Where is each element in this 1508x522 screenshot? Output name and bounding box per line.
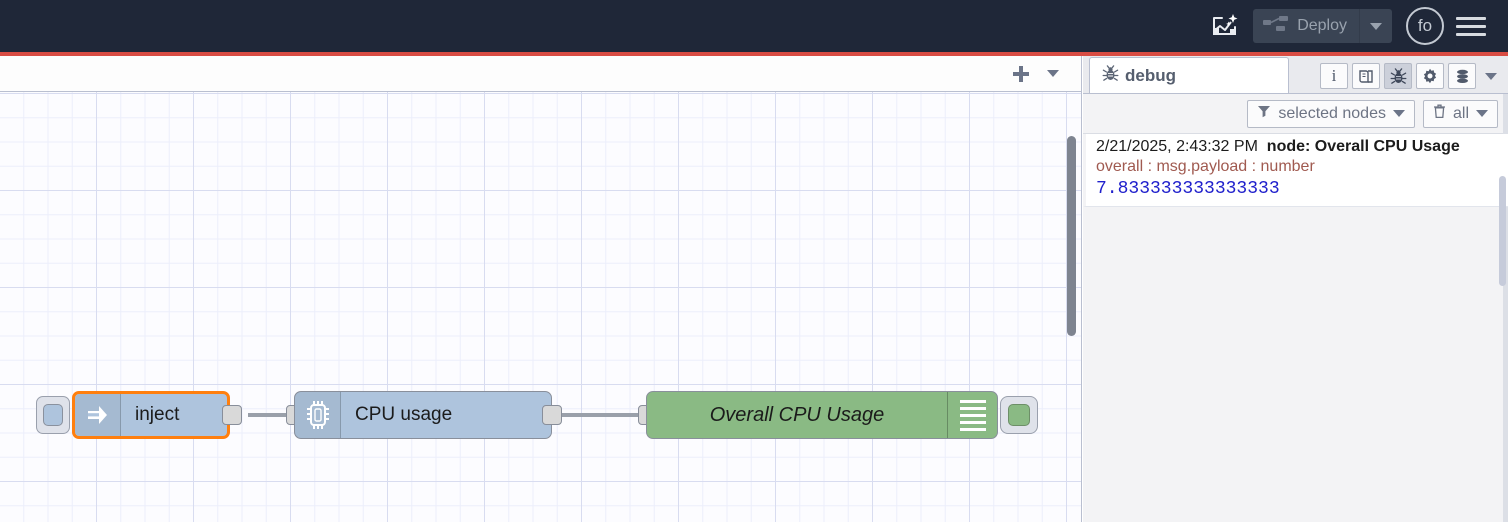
chevron-down-icon <box>1476 110 1488 117</box>
hamburger-menu-icon[interactable] <box>1456 9 1490 43</box>
app-header: Deploy fo <box>0 0 1508 52</box>
wire-cpu-to-debug[interactable] <box>560 413 648 417</box>
bug-icon <box>1102 64 1119 87</box>
node-inject[interactable]: inject <box>72 391 230 439</box>
chevron-down-icon <box>1047 70 1059 77</box>
sidebar-right-edge <box>1503 56 1508 522</box>
deploy-dropdown-toggle[interactable] <box>1360 9 1392 43</box>
user-avatar[interactable]: fo <box>1406 7 1444 45</box>
debug-node-filter-label: selected nodes <box>1278 104 1386 122</box>
flow-canvas[interactable]: inject <box>0 92 1081 522</box>
hamburger-bar <box>1456 32 1486 36</box>
node-cpu-usage[interactable]: CPU usage <box>294 391 552 439</box>
flow-sparkle-icon[interactable] <box>1205 6 1245 46</box>
node-cpu-usage-label: CPU usage <box>355 404 453 425</box>
chevron-down-icon <box>1370 22 1382 30</box>
right-sidebar: debug i <box>1083 56 1508 522</box>
debug-node-filter-button[interactable]: selected nodes <box>1247 99 1415 128</box>
debug-message[interactable]: 2/21/2025, 2:43:32 PM node: Overall CPU … <box>1083 134 1508 207</box>
sidebar-tools: i <box>1320 63 1502 89</box>
node-inject-output-port[interactable] <box>222 405 242 425</box>
debug-line <box>959 420 986 424</box>
debug-bug-icon[interactable] <box>1384 63 1412 89</box>
flow-workspace: inject <box>0 56 1082 522</box>
avatar-initials: fo <box>1417 16 1433 35</box>
canvas-vertical-scrollbar[interactable] <box>1067 136 1076 336</box>
hamburger-bar <box>1456 16 1486 20</box>
debug-clear-button[interactable]: all <box>1422 99 1498 128</box>
deploy-flow-icon <box>1263 15 1289 38</box>
debug-message-header: 2/21/2025, 2:43:32 PM node: Overall CPU … <box>1096 138 1500 156</box>
filter-icon <box>1257 104 1271 123</box>
sidebar-tools-menu-button[interactable] <box>1480 72 1502 80</box>
inject-trigger-button[interactable] <box>36 396 70 434</box>
debug-lines-glyph <box>959 399 986 431</box>
plus-icon <box>1013 65 1029 82</box>
help-book-icon[interactable] <box>1352 63 1380 89</box>
add-flow-button[interactable] <box>1007 60 1035 88</box>
debug-line <box>959 399 986 403</box>
debug-line <box>959 427 986 431</box>
debug-node-toggle-glyph <box>1008 404 1030 426</box>
debug-panel-scrollbar[interactable] <box>1499 176 1506 286</box>
debug-line <box>959 406 986 410</box>
debug-filter-bar: selected nodes all <box>1083 94 1508 134</box>
unsaved-changes-indicator <box>0 52 1508 56</box>
deploy-button[interactable]: Deploy <box>1253 9 1392 43</box>
debug-message-topic: overall : msg.payload : number <box>1096 158 1315 175</box>
debug-clear-label: all <box>1452 104 1469 122</box>
flow-menu-button[interactable] <box>1039 60 1067 88</box>
node-cpu-output-port[interactable] <box>542 405 562 425</box>
tab-debug[interactable]: debug <box>1089 57 1289 93</box>
inject-arrow-icon <box>75 394 121 436</box>
debug-message-node: node: Overall CPU Usage <box>1266 138 1460 155</box>
debug-node-toggle-button[interactable] <box>1000 396 1038 434</box>
info-icon[interactable]: i <box>1320 63 1348 89</box>
tab-debug-label: debug <box>1125 65 1176 85</box>
chevron-down-icon <box>1485 72 1497 80</box>
chevron-down-icon <box>1392 110 1405 117</box>
hamburger-bar <box>1456 24 1486 28</box>
debug-message-node-prefix <box>1258 138 1267 155</box>
debug-message-value: 7.833333333333333 <box>1096 179 1280 199</box>
debug-message-timestamp: 2/21/2025, 2:43:32 PM <box>1096 138 1258 155</box>
deploy-button-main[interactable]: Deploy <box>1253 9 1359 43</box>
debug-lines-icon <box>947 392 997 438</box>
node-inject-label: inject <box>135 404 180 425</box>
node-overall-cpu-usage[interactable]: Overall CPU Usage <box>646 391 998 439</box>
wire-inject-to-cpu[interactable] <box>248 413 296 417</box>
microchip-icon <box>295 392 341 438</box>
deploy-button-label: Deploy <box>1297 17 1347 34</box>
debug-message-list[interactable]: 2/21/2025, 2:43:32 PM node: Overall CPU … <box>1083 134 1508 286</box>
debug-line <box>959 413 986 417</box>
trash-icon <box>1433 104 1446 124</box>
flow-tabbar <box>0 56 1081 92</box>
inject-trigger-glyph <box>43 404 63 426</box>
sidebar-tabrow: debug i <box>1083 56 1508 94</box>
deploy-separator <box>1359 9 1360 43</box>
node-debug-label: Overall CPU Usage <box>709 403 885 426</box>
info-glyph: i <box>1331 66 1337 85</box>
config-gear-icon[interactable] <box>1416 63 1444 89</box>
context-data-icon[interactable] <box>1448 63 1476 89</box>
